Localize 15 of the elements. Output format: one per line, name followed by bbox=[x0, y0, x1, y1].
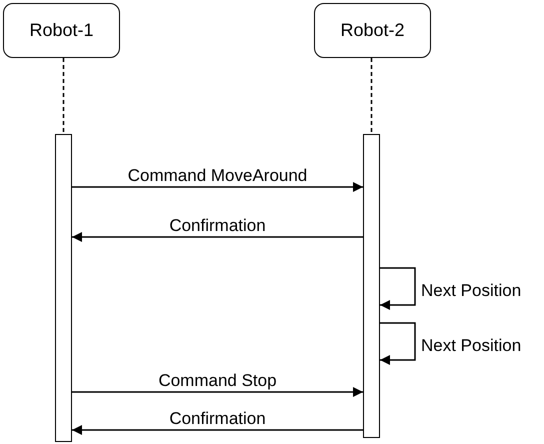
lifeline-head-box bbox=[3, 3, 120, 58]
lifeline-name: Robot-1 bbox=[29, 20, 94, 41]
lifeline bbox=[370, 58, 372, 134]
message-arrow bbox=[72, 232, 363, 242]
message-arrow bbox=[72, 182, 363, 192]
lifeline-name: Robot-2 bbox=[340, 20, 405, 41]
message-label: Command Stop bbox=[157, 372, 278, 390]
lifeline bbox=[62, 58, 64, 134]
message-arrow bbox=[72, 425, 363, 435]
self-message-arrow bbox=[380, 267, 416, 310]
activation-bar bbox=[55, 134, 72, 442]
lifeline-head-box bbox=[314, 3, 431, 58]
activation-bar bbox=[363, 134, 380, 438]
message-arrow bbox=[72, 387, 363, 397]
self-message-arrow bbox=[380, 322, 416, 365]
